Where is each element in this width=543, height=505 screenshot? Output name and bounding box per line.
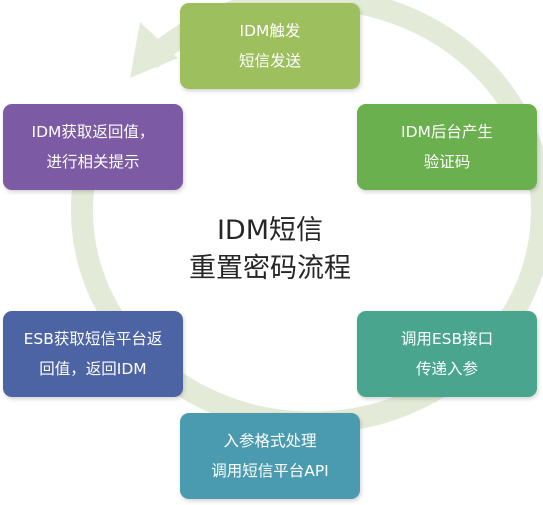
step-idm-show-prompt-line-2: 进行相关提示 bbox=[46, 153, 140, 171]
step-esb-return-to-idm-line-1: ESB获取短信平台返 bbox=[23, 330, 163, 348]
diagram-title: IDM短信 重置密码流程 bbox=[160, 212, 380, 288]
diagram-title-line-1: IDM短信 bbox=[216, 215, 324, 246]
step-format-params-call-api-line-1: 入参格式处理 bbox=[223, 432, 317, 450]
step-idm-generate-code-line-2: 验证码 bbox=[423, 153, 471, 171]
step-idm-show-prompt-line-1: IDM获取返回值， bbox=[31, 123, 155, 141]
step-esb-return-to-idm: ESB获取短信平台返 回值，返回IDM bbox=[3, 311, 183, 397]
step-format-params-call-api: 入参格式处理 调用短信平台API bbox=[180, 413, 360, 499]
step-idm-trigger-sms-line-2: 短信发送 bbox=[238, 52, 301, 70]
step-idm-trigger-sms: IDM触发 短信发送 bbox=[180, 3, 360, 89]
step-idm-trigger-sms-line-1: IDM触发 bbox=[239, 22, 301, 40]
step-call-esb-interface: 调用ESB接口 传递入参 bbox=[357, 311, 537, 397]
step-call-esb-interface-line-1: 调用ESB接口 bbox=[400, 330, 494, 348]
cycle-arrow-head bbox=[130, 22, 178, 78]
step-call-esb-interface-line-2: 传递入参 bbox=[415, 360, 478, 378]
step-esb-return-to-idm-line-2: 回值，返回IDM bbox=[39, 360, 147, 378]
step-idm-generate-code-line-1: IDM后台产生 bbox=[401, 123, 493, 141]
step-idm-generate-code: IDM后台产生 验证码 bbox=[357, 104, 537, 190]
diagram-title-line-2: 重置密码流程 bbox=[189, 253, 351, 284]
step-format-params-call-api-line-2: 调用短信平台API bbox=[211, 462, 329, 480]
step-idm-show-prompt: IDM获取返回值， 进行相关提示 bbox=[3, 104, 183, 190]
